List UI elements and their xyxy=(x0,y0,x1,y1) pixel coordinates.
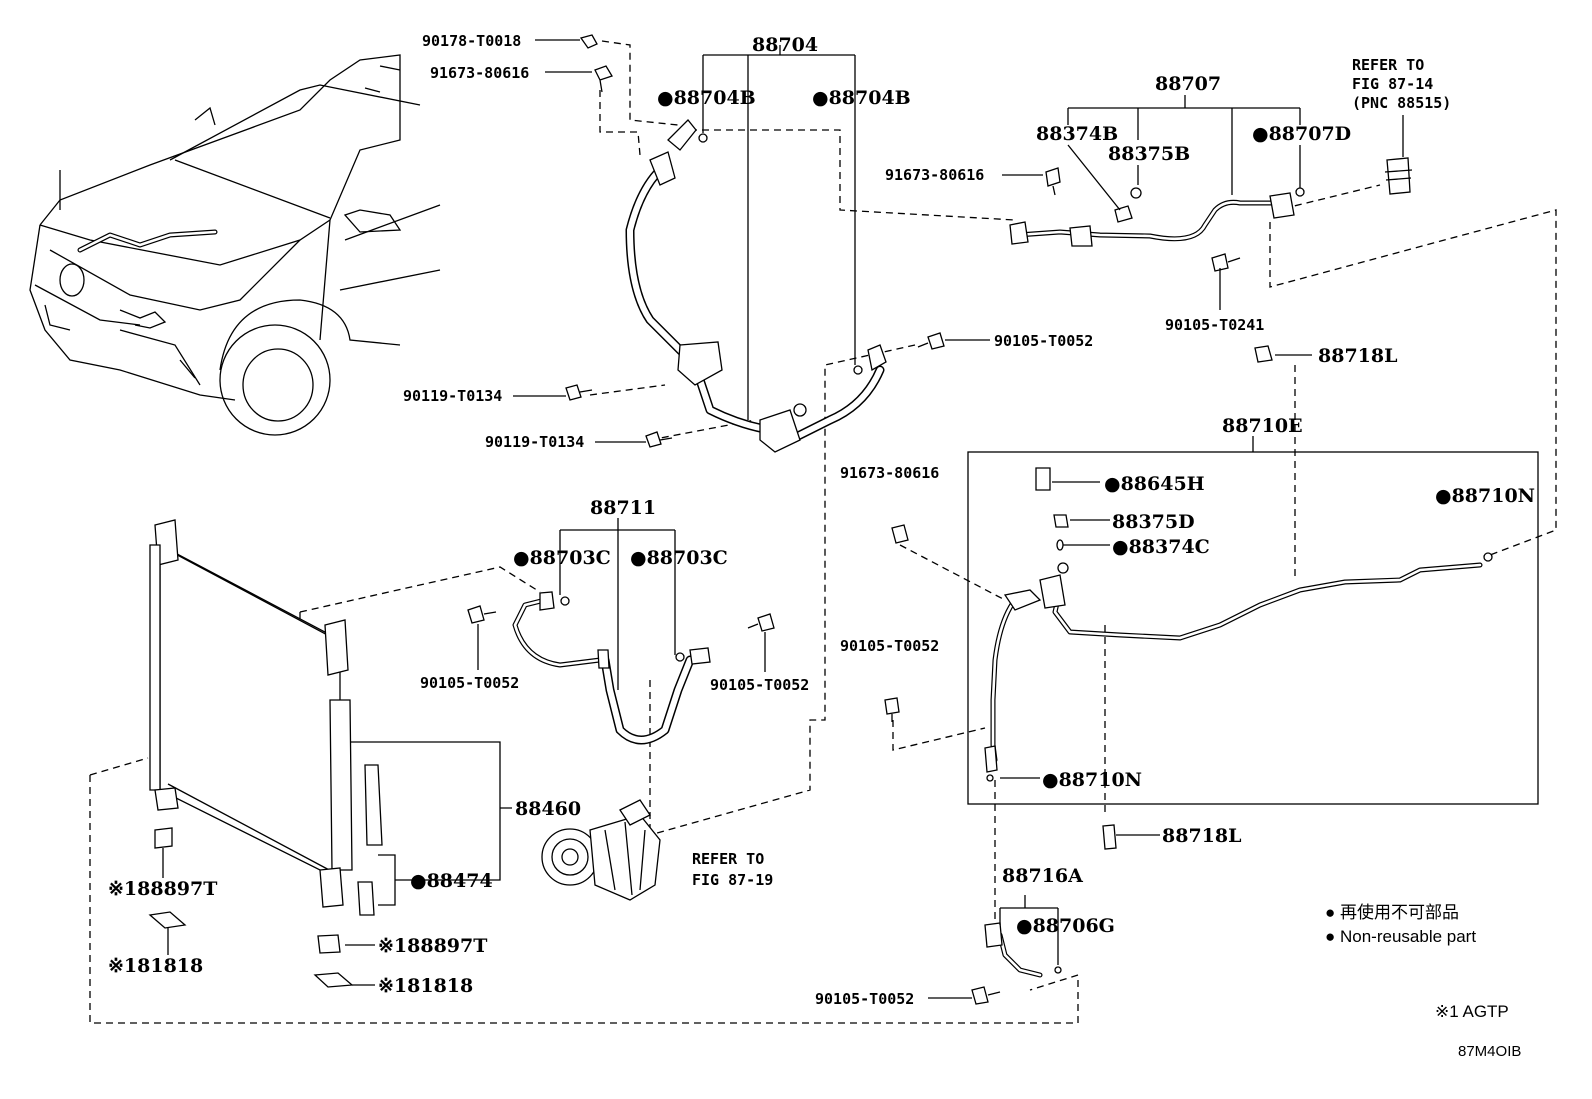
label-88707: 88707 xyxy=(1155,73,1221,95)
label-91673-80616-top: 91673-80616 xyxy=(430,64,529,82)
legend-jp: ● 再使用不可部品 xyxy=(1325,902,1459,922)
label-refer-87-19-line2: FIG 87-19 xyxy=(692,871,773,889)
discharge-hose-88711 xyxy=(467,591,775,745)
legend-en: ● Non-reusable part xyxy=(1325,927,1476,946)
label-88710N-bottom: ●88710N xyxy=(1042,769,1142,791)
label-88710N-right: ●88710N xyxy=(1435,485,1535,507)
condenser-88460 xyxy=(148,519,383,988)
label-90119-T0134-upper: 90119-T0134 xyxy=(403,387,502,405)
label-refer-87-19-line1: REFER TO xyxy=(692,850,764,868)
label-91673-80616-mid: 91673-80616 xyxy=(840,464,939,482)
label-90105-T0052-left: 90105-T0052 xyxy=(420,674,519,692)
label-88375D: 88375D xyxy=(1112,511,1195,533)
label-90105-T0052-mid: 90105-T0052 xyxy=(840,637,939,655)
label-81818-left: ※181818 xyxy=(108,955,203,977)
diagram-code: 87M4OIB xyxy=(1458,1043,1521,1060)
label-88375B: 88375B xyxy=(1108,143,1190,165)
label-88374C: ●88374C xyxy=(1112,536,1210,558)
label-88711: 88711 xyxy=(590,497,656,519)
label-88897T-right: ※188897T xyxy=(378,935,487,957)
label-88374B: 88374B xyxy=(1036,123,1118,145)
label-refer-87-14-line3: (PNC 88515) xyxy=(1352,94,1451,112)
label-88645H: ●88645H xyxy=(1104,473,1205,495)
compressor xyxy=(541,799,661,901)
label-88718L-top: 88718L xyxy=(1318,345,1397,367)
label-88710E: 88710E xyxy=(1222,415,1303,437)
label-81818-right: ※181818 xyxy=(378,975,473,997)
label-90105-T0052-center: 90105-T0052 xyxy=(710,676,809,694)
label-88460: 88460 xyxy=(515,798,581,820)
legend-note: ※1 AGTP xyxy=(1435,1002,1509,1021)
label-90178-T0018: 90178-T0018 xyxy=(422,32,521,50)
label-90119-T0134-lower: 90119-T0134 xyxy=(485,433,584,451)
label-90105-T0241: 90105-T0241 xyxy=(1165,316,1264,334)
label-88704B-left: ●88704B xyxy=(657,87,756,109)
label-91673-80616-right: 91673-80616 xyxy=(885,166,984,184)
label-88474: ●88474 xyxy=(410,870,493,892)
label-88897T-left: ※188897T xyxy=(108,878,217,900)
label-88716A: 88716A xyxy=(1002,865,1083,887)
label-refer-87-14-line2: FIG 87-14 xyxy=(1352,75,1433,93)
label-88706G: ●88706G xyxy=(1016,915,1115,937)
label-88703C-left: ●88703C xyxy=(513,547,611,569)
dashed-leaders xyxy=(89,40,1557,1024)
suction-hose-88704 xyxy=(565,34,945,453)
label-88704: 88704 xyxy=(752,34,818,56)
pipe-88716A xyxy=(971,824,1117,1005)
label-refer-87-14-line1: REFER TO xyxy=(1352,56,1424,74)
box-88710E xyxy=(884,436,1539,805)
label-88703C-right: ●88703C xyxy=(630,547,728,569)
vehicle-illustration xyxy=(29,54,441,436)
pipe-88707 xyxy=(1009,157,1413,363)
label-90105-T0052-bottom: 90105-T0052 xyxy=(815,990,914,1008)
label-88704B-right: ●88704B xyxy=(812,87,911,109)
label-88718L-bottom: 88718L xyxy=(1162,825,1241,847)
part-labels: 90178-T0018 91673-80616 88704 ●88704B ●8… xyxy=(108,32,1535,1008)
label-88707D: ●88707D xyxy=(1252,123,1351,145)
legend: ● 再使用不可部品 ● Non-reusable part ※1 AGTP 87… xyxy=(1325,902,1521,1060)
label-90105-T0052-top: 90105-T0052 xyxy=(994,332,1093,350)
label-leaders xyxy=(162,39,1404,999)
